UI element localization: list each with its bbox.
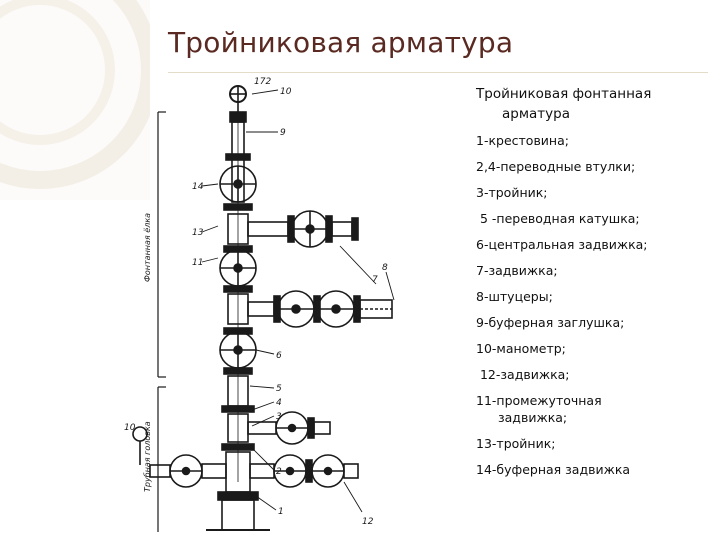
- callout-8: 8: [382, 263, 388, 273]
- callout-10-top: 10: [280, 87, 292, 97]
- callout-10-side: 10: [124, 423, 136, 433]
- legend-item: 5 -переводная катушка;: [476, 211, 640, 226]
- legend-item: 8-штуцеры;: [476, 289, 553, 304]
- legend-item: 14-буферная задвижка: [476, 462, 631, 477]
- callout-3: 3: [276, 412, 282, 422]
- legend-heading-line2: арматура: [502, 106, 570, 122]
- top-dimension-label: 172: [254, 77, 271, 87]
- legend-item: 9-буферная заглушка;: [476, 315, 625, 330]
- legend-list: 1-крестовина; 2,4-переводные втулки; 3-т…: [476, 132, 708, 478]
- legend-item: 7-задвижка;: [476, 263, 558, 278]
- callout-12: 12: [362, 517, 374, 527]
- side-label-lower: Трубная головка: [143, 421, 152, 492]
- legend-heading: Тройниковая фонтанная арматура: [476, 84, 708, 124]
- callout-1: 1: [278, 507, 284, 517]
- corner-decoration: [0, 0, 150, 200]
- callout-7: 7: [372, 275, 378, 285]
- legend-item: 1-крестовина;: [476, 133, 569, 148]
- callout-11: 11: [192, 258, 203, 268]
- wellhead-diagram: 172 10 9 14 13 11 7 6 8 5 4 3 2 1 12 10 …: [124, 77, 395, 532]
- callout-14: 14: [192, 182, 204, 192]
- callout-5: 5: [276, 384, 282, 394]
- slide-title: Тройниковая арматура: [168, 26, 514, 59]
- callout-6: 6: [276, 351, 282, 361]
- legend-item: 13-тройник;: [476, 436, 556, 451]
- legend-item: 10-манометр;: [476, 341, 566, 356]
- side-label-upper: Фонтанная ёлка: [143, 213, 152, 282]
- callout-2: 2: [276, 467, 282, 477]
- callout-9: 9: [280, 128, 286, 138]
- legend-item: 2,4-переводные втулки;: [476, 159, 636, 174]
- callout-13: 13: [192, 228, 204, 238]
- title-divider: [168, 72, 708, 73]
- legend-item: 3-тройник;: [476, 185, 548, 200]
- legend-item: 6-центральная задвижка;: [476, 237, 648, 252]
- legend-item: 12-задвижка;: [476, 367, 570, 382]
- legend-heading-line1: Тройниковая фонтанная: [476, 86, 652, 102]
- legend-panel: Тройниковая фонтанная арматура 1-крестов…: [476, 84, 708, 487]
- callout-4: 4: [276, 398, 282, 408]
